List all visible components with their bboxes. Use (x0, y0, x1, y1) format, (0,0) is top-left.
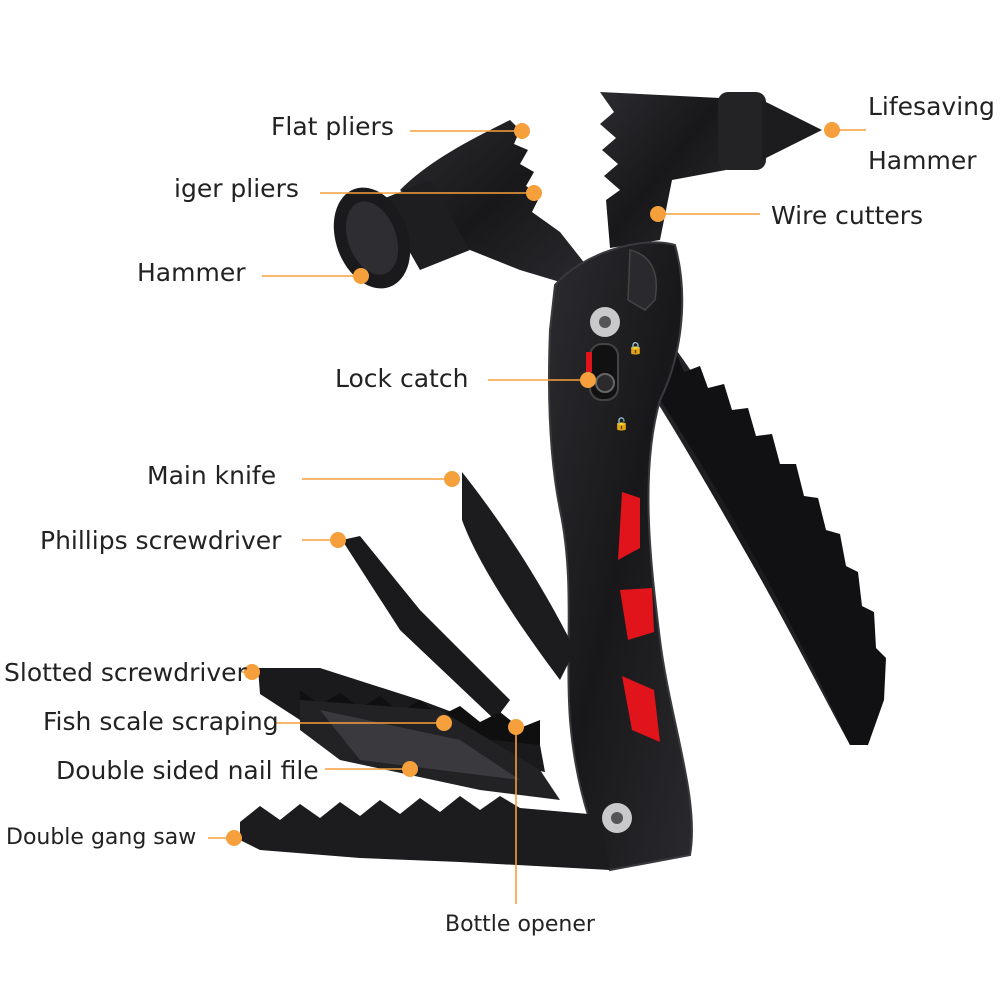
gang-saw-blade (240, 796, 610, 870)
dot-wire-cutters (650, 206, 666, 222)
label-slotted-screwdriver: Slotted screwdriver (4, 658, 247, 687)
dot-lifesaving (824, 122, 840, 138)
label-double-gang-saw: Double gang saw (6, 825, 197, 850)
red-accent-1 (618, 492, 640, 560)
lock-red-mark (586, 352, 592, 372)
label-wire-cutters: Wire cutters (771, 201, 924, 230)
lifesaving-collar (718, 92, 766, 170)
dot-main-knife (444, 471, 460, 487)
plier-jaw (400, 120, 590, 285)
dot-fish-scale (436, 715, 452, 731)
main-knife-blade (462, 472, 575, 680)
dot-phillips (330, 532, 346, 548)
phillips-shaft (342, 536, 510, 720)
label-lifesaving: Lifesaving (868, 92, 995, 121)
dot-tiger-pliers (526, 185, 542, 201)
label-double-sided-nail-file: Double sided nail file (56, 756, 319, 785)
label-lifesaving-hammer: Hammer (868, 146, 977, 175)
hammer-head (333, 187, 411, 289)
dot-nail-file (402, 761, 418, 777)
label-tiger-pliers: iger pliers (174, 174, 299, 203)
dot-gang-saw (226, 830, 242, 846)
dot-bottle-opener (508, 719, 524, 735)
red-accent-3 (622, 676, 660, 742)
top-screw (590, 307, 620, 337)
lock-catch-knob (595, 373, 615, 393)
wire-cutter-head (600, 92, 726, 248)
handle-inset-top (627, 249, 657, 311)
claw-teeth (660, 352, 886, 745)
red-accent-2 (620, 588, 654, 640)
label-flat-pliers: Flat pliers (271, 112, 394, 141)
dot-flat-pliers (514, 123, 530, 139)
label-lock-catch: Lock catch (335, 364, 469, 393)
label-main-knife: Main knife (147, 461, 277, 490)
nail-file-texture (320, 710, 520, 780)
lifesaving-spike (762, 100, 822, 160)
lock-icon-top: 🔒 (628, 341, 643, 355)
dot-hammer (353, 268, 369, 284)
lock-icon-bottom: 🔓 (614, 417, 629, 431)
label-fish-scale-scraping: Fish scale scraping (43, 707, 279, 736)
label-bottle-opener: Bottle opener (445, 912, 595, 937)
hammer-neck (380, 180, 470, 270)
label-phillips-screwdriver: Phillips screwdriver (40, 526, 282, 555)
bottom-screw (602, 803, 632, 833)
label-hammer: Hammer (137, 258, 246, 287)
dot-lock-catch (580, 372, 596, 388)
dot-slotted (244, 664, 260, 680)
